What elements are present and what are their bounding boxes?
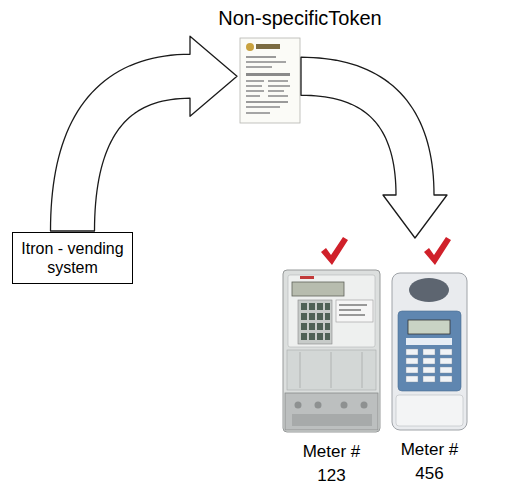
system-label: Itron - vending system [19,239,126,277]
hollow-arrow [301,57,447,238]
token-document: Non-specificToken [240,38,300,123]
meter-illustration [283,270,380,432]
check-mark [424,237,451,265]
meter-label: Meter # 123 [292,440,372,488]
meter-node: Meter # 123 [283,270,380,432]
token-receipt [240,38,300,123]
token-title: Non-specificToken [218,7,381,30]
check-mark [321,237,348,265]
vending-system-box: Itron - vending system [12,232,133,284]
meter-illustration [392,273,467,430]
meter-node: Meter # 456 [392,273,467,430]
meter-label: Meter # 456 [390,438,470,486]
hollow-arrow [51,36,238,231]
